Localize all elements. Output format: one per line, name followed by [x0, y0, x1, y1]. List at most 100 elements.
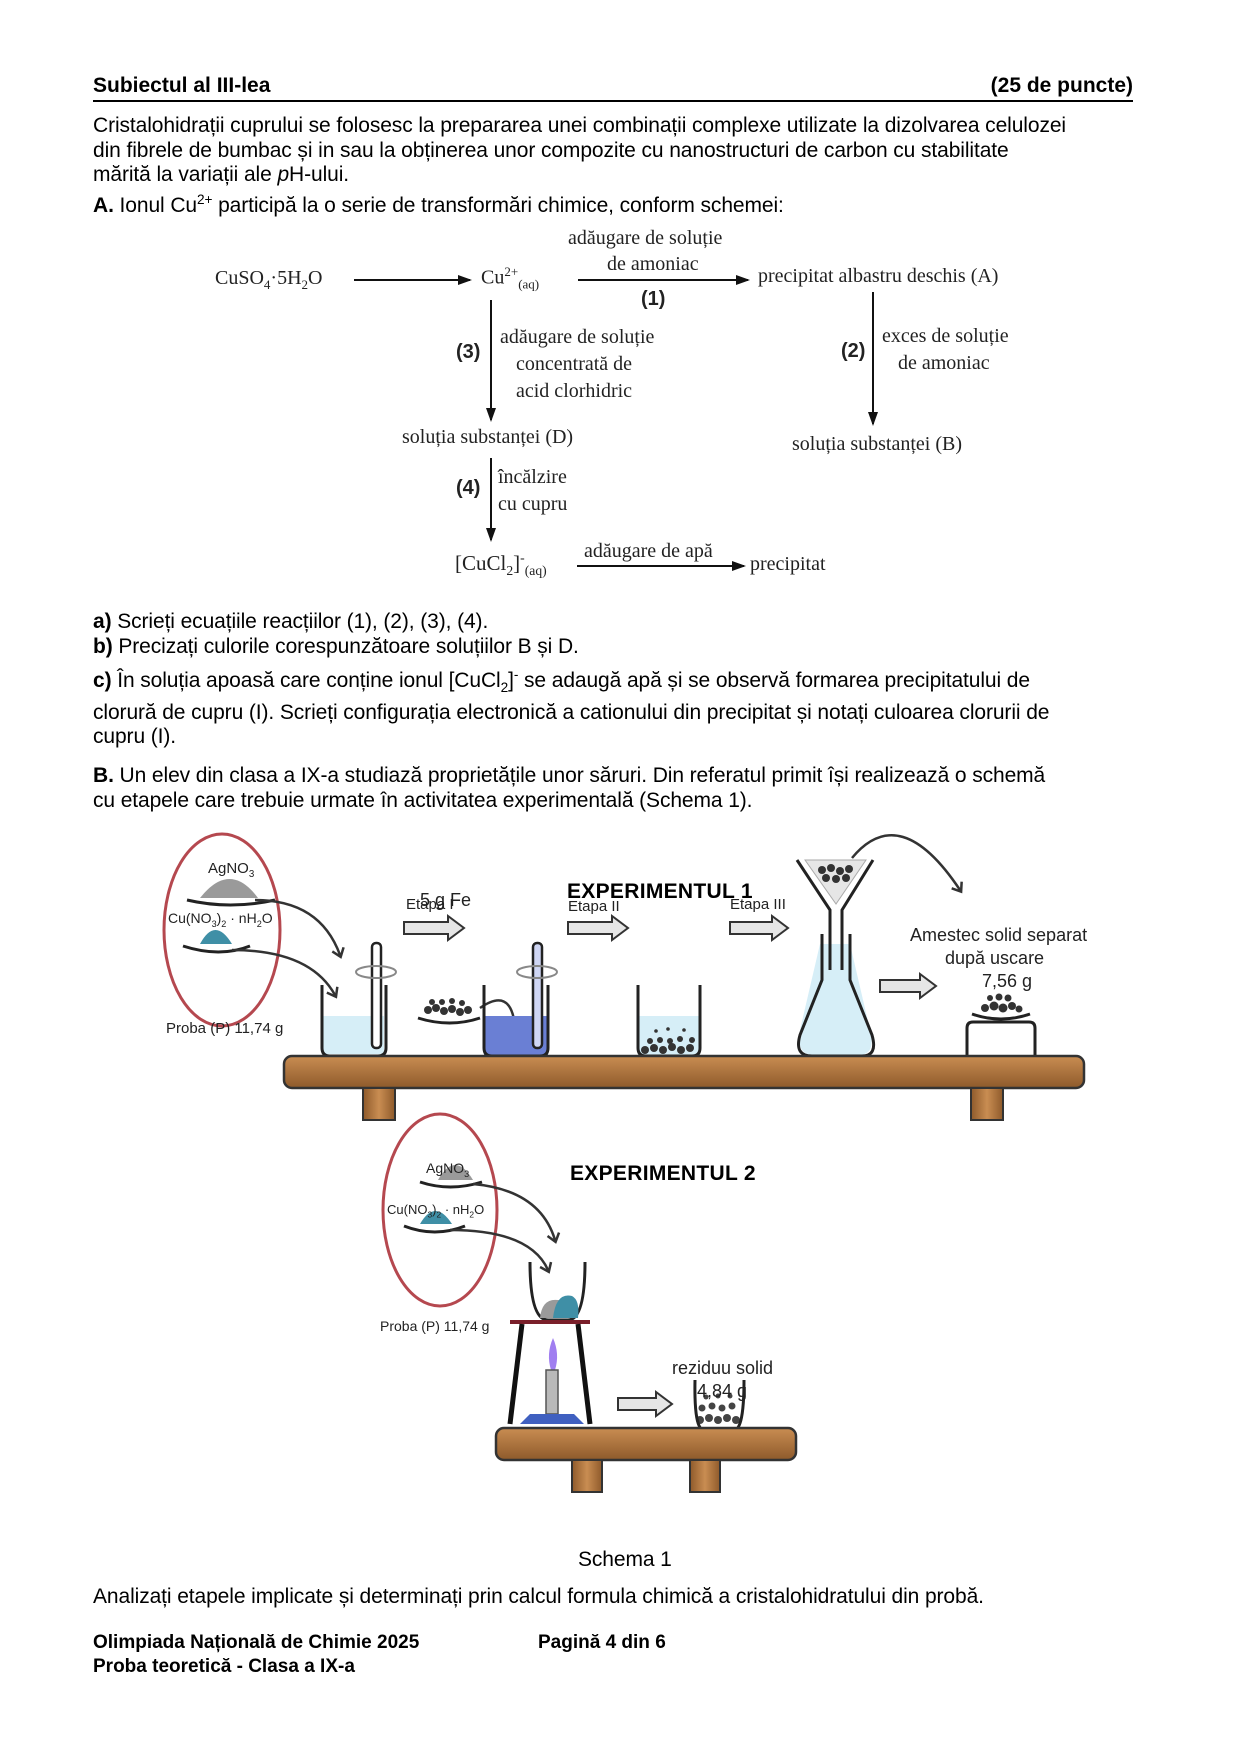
text-span: 3: [248, 869, 255, 880]
watch-glass: [403, 1224, 466, 1234]
step1-condition: de amoniac: [607, 253, 699, 275]
text-span: · nH: [226, 910, 257, 926]
text-span: 2: [301, 277, 309, 292]
stirring-rod: [370, 941, 383, 1050]
precipitate: [641, 1027, 695, 1054]
part-b-intro: B. Un elev din clasa a IX-a studiază pro…: [93, 764, 1173, 813]
part-a-intro: A. Ionul Cu2+ participă la o serie de tr…: [93, 188, 1173, 219]
text-span: 3: [427, 1209, 433, 1220]
part-b-line: cu etapele care trebuie urmate în activi…: [93, 788, 753, 812]
result-mass: 7,56 g: [982, 971, 1033, 991]
residue-label: reziduu solid: [672, 1358, 774, 1378]
cucl2-complex: [CuCl2]-(aq): [455, 550, 547, 579]
agno3-crystal: [438, 1165, 473, 1180]
iron-powder: [424, 998, 472, 1016]
task-text: Analizați etapele implicate și determina…: [93, 1585, 984, 1608]
balance: [965, 1020, 1037, 1058]
intro-line: din fibrele de bumbac și in sau la obțin…: [93, 138, 1009, 162]
cuso4-formula: CuSO4·5H2O: [215, 267, 322, 293]
funnel: [795, 859, 875, 970]
section-header: Subiectul al III-lea (25 de puncte): [93, 74, 1133, 102]
copper-nitrate-label: Cu(NO3)2 · nH2O: [387, 1202, 484, 1220]
text-span: · nH: [441, 1202, 470, 1217]
text-span: mărită la variații ale: [93, 163, 278, 186]
experiment-drawing: [162, 832, 1086, 1493]
question-c-line: clorură de cupru (I). Scrieți configuraț…: [93, 700, 1050, 724]
iron-label: 5 g Fe: [420, 890, 472, 910]
result-arrow: [879, 972, 938, 1000]
scheme-arrows: [354, 275, 878, 571]
sample-ellipse: [381, 1112, 499, 1308]
product-a: precipitat albastru deschis (A): [758, 265, 999, 287]
iron-dish: [417, 1016, 481, 1025]
stage-1-label: Etapa I: [406, 896, 454, 913]
stir-icon: [516, 965, 558, 979]
stage-1-arrow: [403, 914, 466, 942]
stir-icon: [355, 965, 397, 979]
table-leg: [571, 1459, 603, 1493]
agno3-label: AgNO3: [426, 1160, 469, 1179]
transfer-arrow: [449, 1228, 553, 1274]
text-span: ): [216, 910, 222, 926]
question-text: În soluția apoasă care conține ionul [Cu…: [111, 669, 501, 692]
watch-glass: [419, 1180, 483, 1189]
transfer-arrow: [472, 1182, 561, 1244]
text-span: 3: [464, 1168, 470, 1179]
reaction-scheme: CuSO4·5H2O Cu2+(aq) adăugare de soluție …: [0, 0, 1241, 600]
footer-olympiad: Olimpiada Națională de Chimie 2025: [93, 1632, 420, 1653]
text-span: O: [261, 910, 273, 926]
table-leg: [970, 1087, 1004, 1121]
transfer-arrow: [851, 834, 963, 894]
text-span: 2: [436, 1209, 442, 1220]
text-span: 2: [500, 680, 509, 696]
final-product: precipitat: [750, 553, 826, 575]
step4-condition: cu cupru: [498, 493, 568, 515]
dried-solid: [981, 993, 1023, 1013]
cu-ion: Cu2+(aq): [481, 264, 539, 293]
question-text: Precizați culorile corespunzătoare soluț…: [112, 634, 579, 658]
step3-label: (3): [456, 341, 481, 363]
flame: [548, 1338, 558, 1370]
step2-condition: exces de soluție: [882, 325, 1009, 347]
experiment-2-title: EXPERIMENTUL 2: [570, 1162, 756, 1185]
text-span: participă la o serie de transformări chi…: [212, 193, 784, 217]
watch-glass: [182, 944, 251, 954]
text-span: Un elev din clasa a IX-a studiază propri…: [113, 764, 1046, 787]
stage-3-label: Etapa III: [730, 896, 786, 913]
text-span: p: [277, 163, 290, 186]
step4-condition: încălzire: [498, 466, 567, 488]
text-span: 4: [263, 277, 271, 292]
stage-2-label: Etapa II: [568, 898, 620, 915]
points-label: (25 de puncte): [990, 74, 1133, 97]
text-span: CuSO: [215, 267, 264, 289]
step3-condition: adăugare de soluție: [500, 326, 655, 348]
page-number: Pagină 4 din 6: [538, 1632, 666, 1653]
step3-condition: concentrată de: [516, 353, 633, 375]
text-span: Ionul Cu: [113, 193, 198, 217]
question-label: c): [93, 669, 112, 692]
stage-2-arrow: [567, 914, 630, 942]
schema-1-figure: AgNO3 Cu(NO3)2 · nH2O Proba (P) 11,74 g …: [0, 830, 1241, 1530]
transfer-arrow: [254, 898, 345, 959]
text-span: 2: [221, 918, 227, 929]
experiment-1-title: EXPERIMENTUL 1: [567, 880, 753, 903]
lab-table-1: [282, 1054, 1086, 1090]
questions-a: a) Scrieți ecuațiile reacțiilor (1), (2)…: [93, 610, 1173, 750]
text-span: O: [474, 1202, 485, 1217]
figure-caption: Schema 1: [578, 1548, 672, 1571]
text-span: -: [520, 550, 525, 565]
text-span: 3: [211, 918, 217, 929]
text-span: ·5H: [270, 267, 302, 289]
text-span: ): [432, 1202, 437, 1217]
part-b-line: B. Un elev din clasa a IX-a studiază pro…: [93, 764, 1173, 789]
text-span: [CuCl: [455, 551, 507, 575]
copper-nitrate-label: Cu(NO3)2 · nH2O: [168, 910, 273, 929]
product-d: soluția substanței (D): [402, 426, 574, 448]
watch-glass: [186, 898, 276, 907]
stirring-rod: [531, 941, 544, 1050]
text-span: 2+: [196, 191, 213, 207]
result-label: Amestec solid separat: [910, 925, 1088, 945]
stage-3-arrow: [729, 914, 790, 942]
text-span: ]: [513, 551, 521, 575]
subject-title: Subiectul al III-lea: [93, 74, 271, 97]
